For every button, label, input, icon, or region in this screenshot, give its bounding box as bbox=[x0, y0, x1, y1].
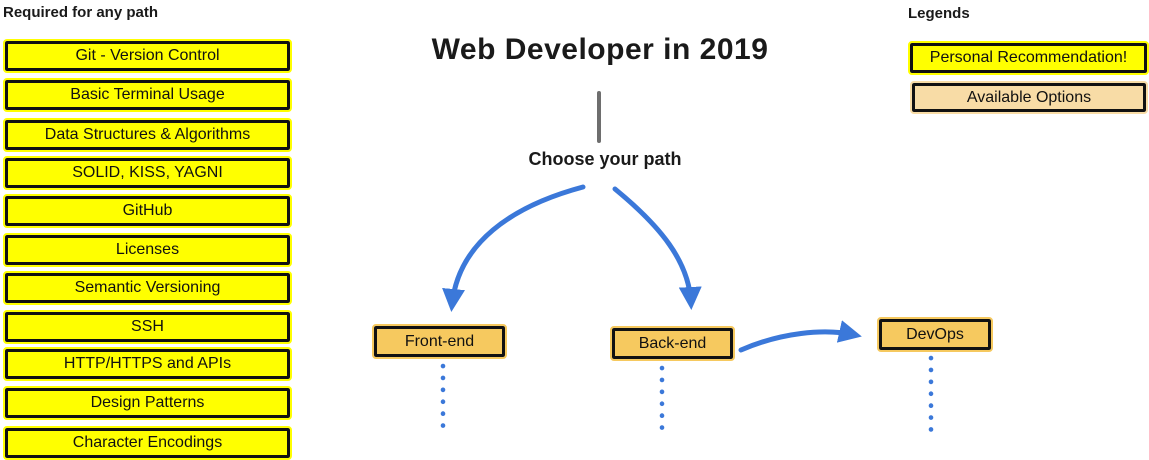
node-frontend[interactable]: Front-end bbox=[372, 324, 507, 359]
topic-http-apis[interactable]: HTTP/HTTPS and APIs bbox=[3, 347, 292, 381]
topic-licenses[interactable]: Licenses bbox=[3, 233, 292, 267]
legends-section-title: Legends bbox=[908, 5, 970, 22]
legend-available-options: Available Options bbox=[910, 81, 1148, 114]
node-devops[interactable]: DevOps bbox=[877, 317, 993, 352]
arrow-to-frontend-icon bbox=[442, 184, 586, 312]
arrow-to-backend-icon bbox=[612, 186, 702, 310]
topic-github[interactable]: GitHub bbox=[3, 194, 292, 228]
topic-data-structures[interactable]: Data Structures & Algorithms bbox=[3, 118, 292, 152]
page-title: Web Developer in 2019 bbox=[431, 33, 769, 66]
choose-your-path-label: Choose your path bbox=[528, 149, 682, 169]
topic-solid-kiss-yagni[interactable]: SOLID, KISS, YAGNI bbox=[3, 156, 292, 190]
topic-semantic-versioning[interactable]: Semantic Versioning bbox=[3, 271, 292, 305]
topic-ssh[interactable]: SSH bbox=[3, 310, 292, 344]
arrow-backend-to-devops-icon bbox=[738, 320, 862, 353]
node-backend[interactable]: Back-end bbox=[610, 326, 735, 361]
topic-design-patterns[interactable]: Design Patterns bbox=[3, 386, 292, 420]
legend-personal-recommendation: Personal Recommendation! bbox=[908, 41, 1149, 75]
topic-terminal[interactable]: Basic Terminal Usage bbox=[3, 78, 292, 112]
topic-git[interactable]: Git - Version Control bbox=[3, 39, 292, 73]
required-section-title: Required for any path bbox=[3, 4, 159, 21]
topic-character-encodings[interactable]: Character Encodings bbox=[3, 426, 292, 460]
